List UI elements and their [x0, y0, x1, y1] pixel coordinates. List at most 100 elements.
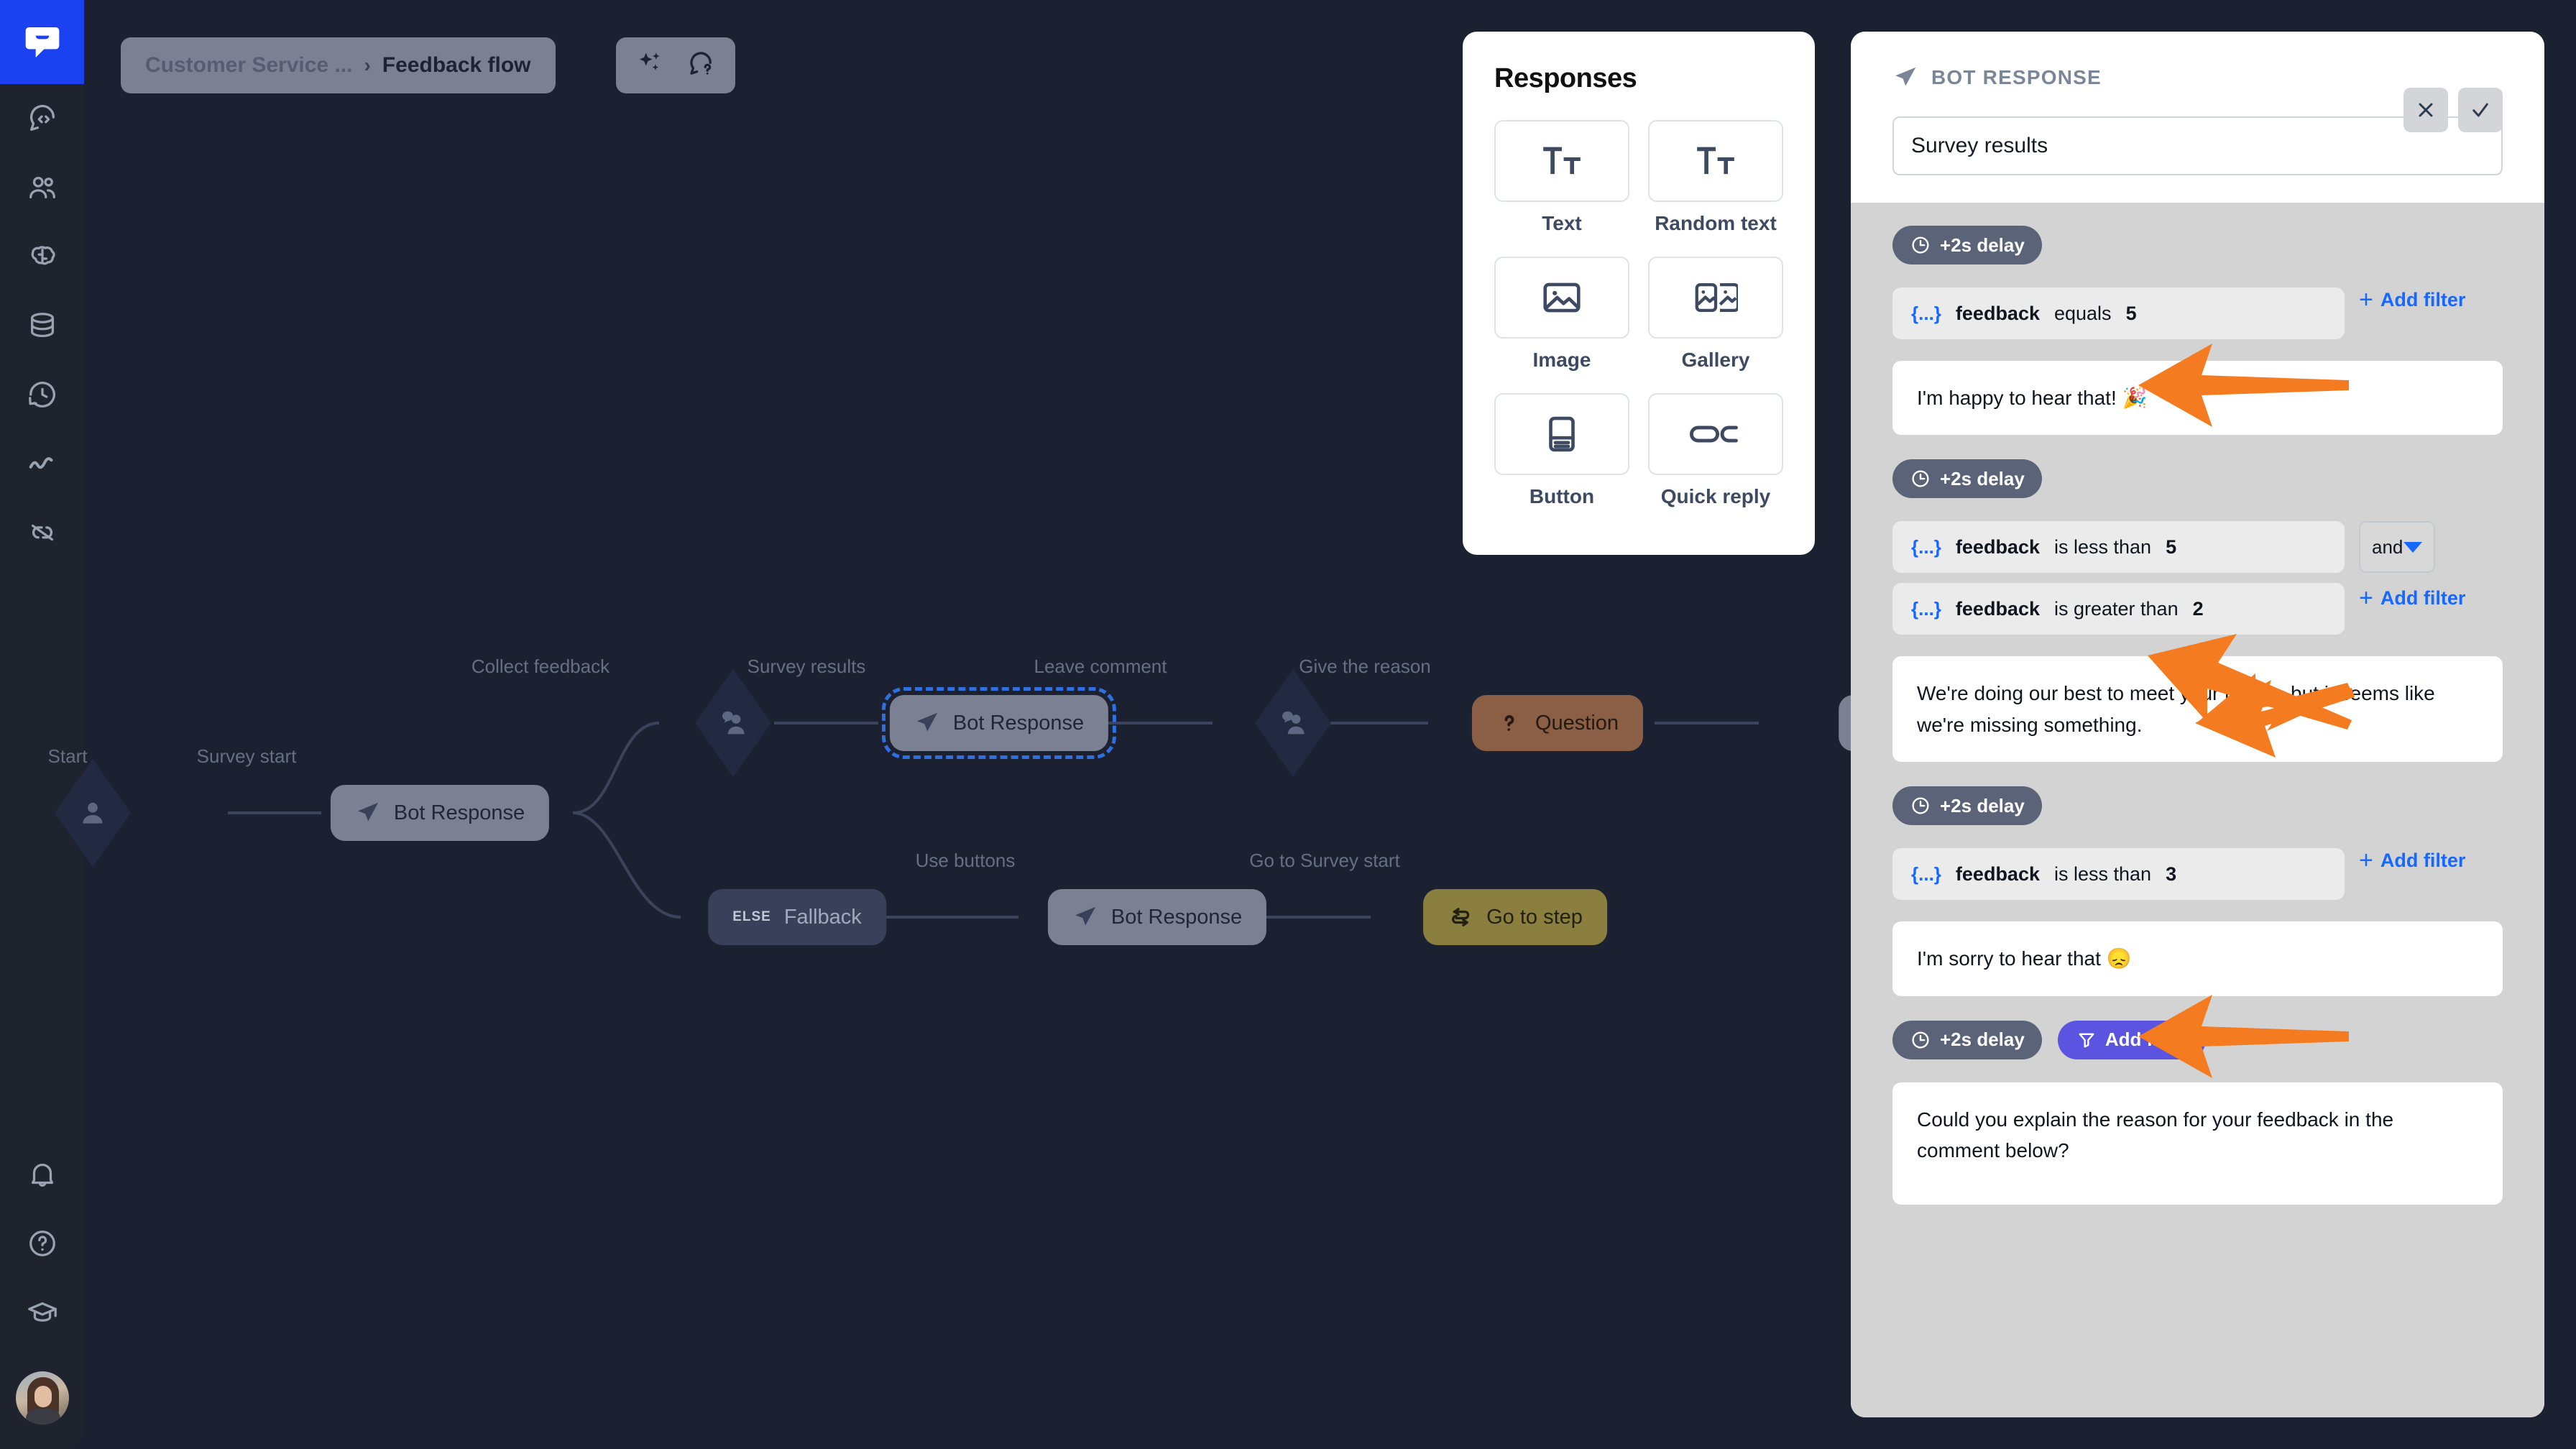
message-card[interactable]: I'm happy to hear that! 🎉 — [1892, 361, 2503, 436]
flow-node-label: Go to step — [1486, 905, 1583, 929]
delay-label: +2s delay — [1940, 234, 2025, 256]
sidebar-item-users[interactable] — [0, 153, 84, 222]
else-tag: ELSE — [732, 909, 771, 924]
response-type-quick-reply[interactable]: Quick reply — [1648, 393, 1783, 508]
delay-chip[interactable]: +2s delay — [1892, 1020, 2042, 1059]
filter-value: 5 — [2166, 535, 2177, 558]
flow-node-leave-comment[interactable] — [1255, 669, 1331, 777]
send-icon — [917, 712, 938, 732]
button-icon — [1549, 416, 1575, 452]
flow-node-go-to-step[interactable]: Go to step — [1423, 889, 1607, 945]
add-filter-label: Add filter — [2104, 1029, 2187, 1051]
flow-label-go-to-survey-start: Go to Survey start — [1249, 850, 1400, 871]
sidebar-item-analytics[interactable] — [0, 429, 84, 498]
message-card[interactable]: We're doing our best to meet your needs,… — [1892, 656, 2503, 763]
response-block: +2s delay Add filter Could you explain t… — [1892, 1020, 2503, 1205]
message-card[interactable]: I'm sorry to hear that 😞 — [1892, 921, 2503, 996]
response-type-button[interactable]: Button — [1494, 393, 1629, 508]
response-type-label: Text — [1542, 212, 1582, 234]
close-button[interactable] — [2404, 88, 2448, 132]
delay-chip[interactable]: +2s delay — [1892, 226, 2042, 264]
sidebar-item-help[interactable] — [0, 1209, 84, 1278]
sidebar-item-data[interactable] — [0, 291, 84, 360]
close-icon — [2419, 103, 2433, 117]
message-card[interactable]: Could you explain the reason for your fe… — [1892, 1082, 2503, 1205]
add-filter-chip[interactable]: Add filter — [2057, 1020, 2206, 1059]
goto-icon — [1451, 908, 1470, 926]
filter-value: 2 — [2192, 597, 2204, 620]
filter-operator: is less than — [2053, 535, 2152, 558]
response-type-image[interactable]: Image — [1494, 257, 1629, 372]
sidebar-item-academy[interactable] — [0, 1278, 84, 1347]
left-nav-rail — [0, 0, 84, 1449]
quick-reply-icon — [1689, 426, 1738, 443]
chatbot-logo-icon[interactable] — [0, 0, 84, 84]
flow-node-label: Bot Response — [393, 801, 525, 824]
send-icon — [1895, 67, 1916, 86]
breadcrumb-parent[interactable]: Customer Service ... — [145, 53, 353, 77]
response-type-random-text[interactable]: Random text — [1648, 120, 1783, 235]
chat-question-icon[interactable] — [686, 49, 717, 83]
flow-node-give-the-reason[interactable]: Question — [1471, 695, 1644, 751]
filter-variable: feedback — [1955, 862, 2040, 885]
sparkles-icon[interactable] — [635, 49, 665, 83]
response-type-label: Quick reply — [1660, 485, 1771, 507]
response-type-gallery[interactable]: Gallery — [1648, 257, 1783, 372]
breadcrumb[interactable]: Customer Service ... › Feedback flow — [121, 37, 556, 93]
delay-chip[interactable]: +2s delay — [1892, 786, 2042, 826]
sidebar-item-integrations[interactable] — [0, 498, 84, 567]
detail-panel-title: BOT RESPONSE — [1931, 66, 2102, 88]
filter-row[interactable]: {...} feedback is less than 3 — [1892, 848, 2345, 901]
clock-icon — [1912, 236, 1929, 254]
breadcrumb-current: Feedback flow — [382, 53, 531, 77]
flow-label-collect-feedback: Collect feedback — [471, 656, 610, 677]
gallery-icon — [1695, 282, 1738, 313]
response-type-label: Random text — [1655, 212, 1777, 234]
filter-logic-select[interactable]: and — [2359, 521, 2435, 574]
sidebar-item-chatbots[interactable] — [0, 84, 84, 153]
flow-node-survey-results[interactable]: Bot Response — [881, 687, 1117, 759]
response-block: +2s delay {...} feedback is less than 3 — [1892, 786, 2503, 996]
message-text: Could you explain the reason for your fe… — [1917, 1108, 2394, 1162]
flow-node-label: Question — [1535, 711, 1619, 735]
text-icon — [1543, 147, 1581, 175]
confirm-button[interactable] — [2458, 88, 2503, 132]
block-name-input[interactable]: Survey results — [1892, 116, 2503, 175]
filter-operator: is less than — [2053, 862, 2152, 885]
user-avatar[interactable] — [15, 1371, 69, 1425]
filter-row[interactable]: {...} feedback is greater than 2 — [1892, 583, 2345, 635]
responses-panel: Responses Text Random te — [1463, 32, 1815, 555]
funnel-icon — [2079, 1033, 2094, 1048]
delay-chip[interactable]: +2s delay — [1892, 459, 2042, 499]
clock-icon — [1912, 797, 1929, 814]
filter-operator: is greater than — [2053, 597, 2179, 620]
add-filter-link[interactable]: + Add filter — [2359, 586, 2465, 610]
filter-row[interactable]: {...} feedback equals 5 — [1892, 288, 2345, 339]
message-text: I'm happy to hear that! 🎉 — [1917, 387, 2148, 409]
breadcrumb-separator: › — [364, 54, 371, 76]
response-type-text[interactable]: Text — [1494, 120, 1629, 235]
filter-row[interactable]: {...} feedback is less than 5 — [1892, 521, 2345, 574]
sidebar-item-ai[interactable] — [0, 222, 84, 291]
flow-node-survey-start[interactable]: Bot Response — [330, 785, 550, 841]
image-icon — [1543, 282, 1581, 313]
flow-node-use-buttons[interactable]: Bot Response — [1047, 889, 1267, 945]
clock-icon — [1912, 470, 1929, 487]
bot-response-detail-panel: BOT RESPONSE Survey results — [1851, 32, 2544, 1417]
flow-node-collect-feedback[interactable] — [695, 669, 771, 777]
add-filter-label: Add filter — [2380, 849, 2466, 871]
add-filter-link[interactable]: + Add filter — [2359, 288, 2465, 312]
delay-label: +2s delay — [1940, 794, 2025, 816]
sidebar-item-archives[interactable] — [0, 360, 84, 429]
filter-value: 3 — [2166, 862, 2177, 885]
add-filter-link[interactable]: + Add filter — [2359, 848, 2465, 873]
sidebar-item-notifications[interactable] — [0, 1140, 84, 1209]
detail-panel-body[interactable]: +2s delay {...} feedback equals 5 — [1851, 203, 2544, 1417]
response-type-label: Image — [1532, 349, 1591, 371]
filter-logic-value: and — [2372, 535, 2404, 558]
flow-node-fallback[interactable]: ELSE Fallback — [708, 889, 886, 945]
flow-node-label: Bot Response — [1110, 905, 1243, 929]
filter-variable: feedback — [1955, 535, 2040, 558]
chevron-down-icon — [2404, 541, 2422, 553]
delay-label: +2s delay — [1940, 467, 2025, 489]
